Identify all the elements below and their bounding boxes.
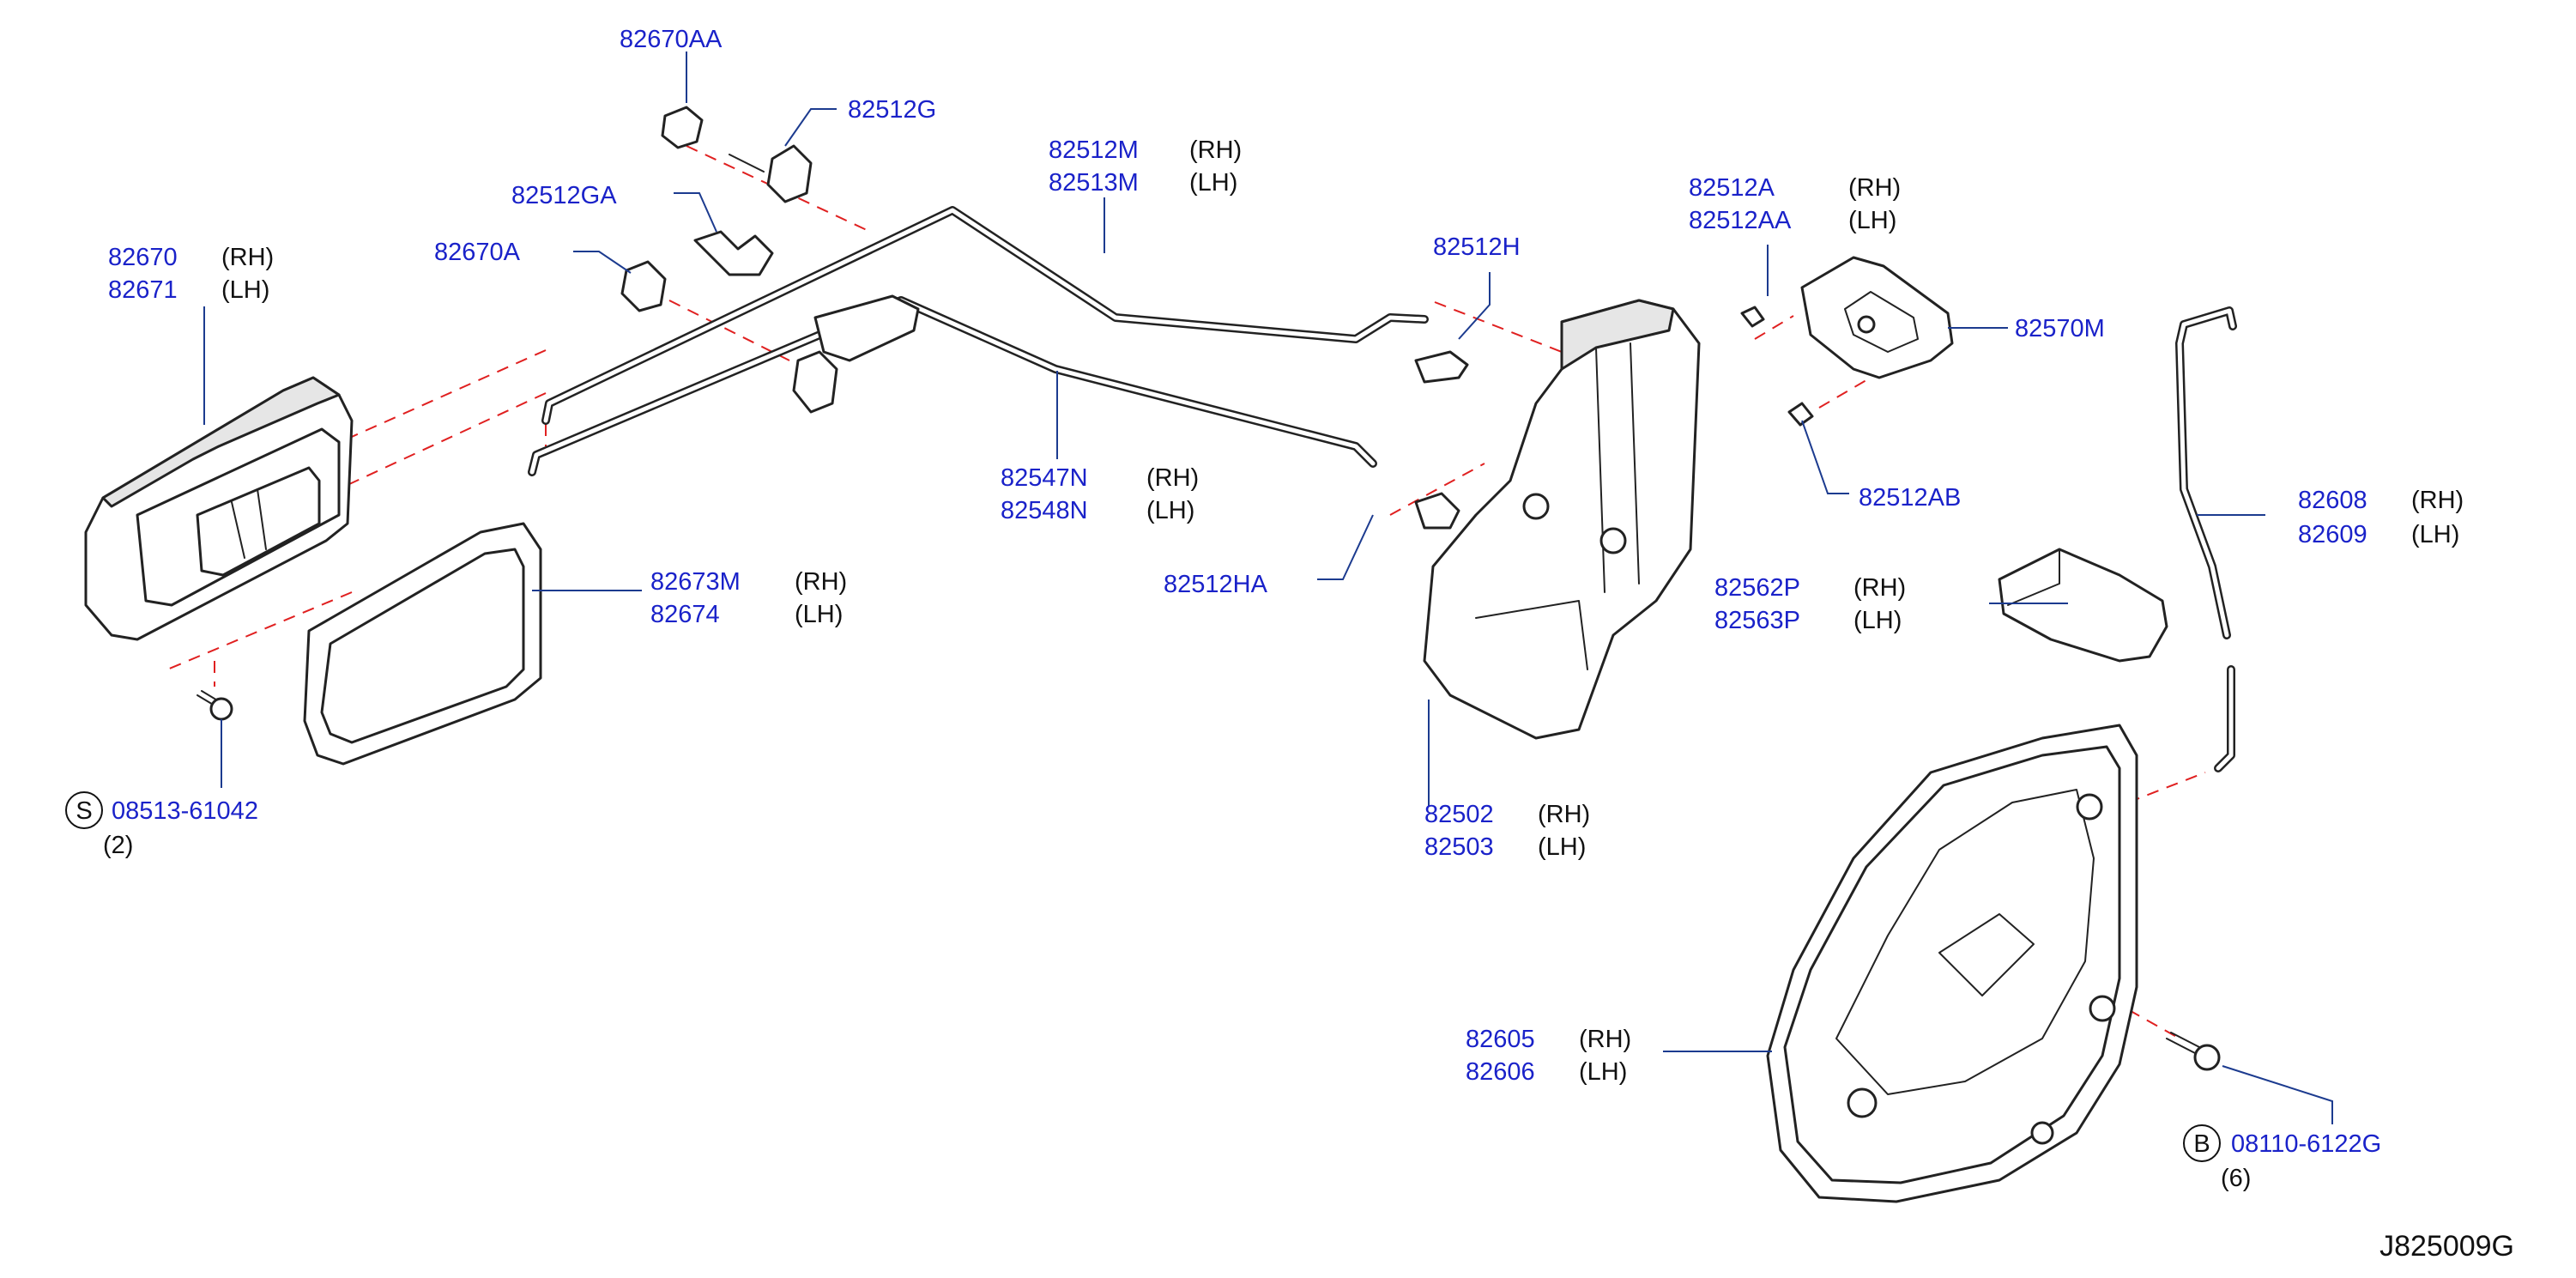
part-number-lh: 82563P [1714, 607, 1800, 634]
part-number-rh: 82670 [108, 244, 178, 271]
part-number: 82512AB [1859, 484, 1961, 512]
part-number-rh: 82547N [1001, 464, 1088, 492]
striker-part [1740, 256, 1954, 427]
callout-82670A: 82670A [434, 239, 521, 266]
callout-screw-s: S 08513-61042 (2) [65, 791, 258, 859]
side-rh: (RH) [2411, 487, 2464, 514]
callout-bolt-b: B 08110-6122G (6) [2183, 1124, 2381, 1192]
symbol-circle [2183, 1124, 2221, 1162]
quantity: (6) [2221, 1165, 2251, 1192]
part-number-lh: 82606 [1466, 1058, 1535, 1086]
symbol-letter: S [76, 797, 92, 825]
callout-82512A: 82512A (RH) 82512AA (LH) [1689, 174, 1901, 234]
side-lh: (LH) [1853, 607, 1902, 634]
part-number-rh: 82512M [1049, 136, 1139, 164]
side-lh: (LH) [1848, 207, 1896, 234]
rod-parts [528, 206, 1429, 476]
side-lh: (LH) [1146, 497, 1194, 524]
part-number-lh: 82548N [1001, 497, 1088, 524]
side-rh: (RH) [1189, 136, 1242, 164]
part-number: 82512H [1433, 233, 1521, 261]
part-number: 82670A [434, 239, 521, 266]
part-number-rh: 82605 [1466, 1026, 1535, 1053]
part-number: 82512G [848, 96, 936, 124]
callout-82512HA: 82512HA [1164, 571, 1268, 598]
clip-parts [620, 106, 838, 414]
side-lh: (LH) [795, 601, 843, 628]
part-number-lh: 82674 [650, 601, 720, 628]
callout-82512G: 82512G [848, 96, 936, 124]
callout-82570M: 82570M [2015, 315, 2105, 342]
part-number: 82512GA [511, 182, 617, 209]
side-rh: (RH) [1146, 464, 1199, 492]
door-latch-part [1414, 299, 1701, 740]
callout-82512M: 82512M (RH) 82513M (LH) [1049, 136, 1242, 197]
escutcheon-part [303, 522, 542, 766]
side-lh: (LH) [1189, 169, 1237, 197]
callout-82502: 82502 (RH) 82503 (LH) [1424, 801, 1590, 861]
callout-82673M: 82673M (RH) 82674 (LH) [650, 568, 847, 628]
symbol-letter: B [2193, 1130, 2210, 1158]
part-number: 82670AA [620, 26, 723, 53]
callout-82605: 82605 (RH) 82606 (LH) [1466, 1026, 1631, 1086]
part-number: 82570M [2015, 315, 2105, 342]
part-number-rh: 82673M [650, 568, 741, 596]
part-number-lh: 82503 [1424, 833, 1494, 861]
part-number-lh: 82513M [1049, 169, 1139, 197]
side-lh: (LH) [221, 276, 269, 304]
part-number-rh: 82608 [2298, 487, 2367, 514]
side-lh: (LH) [1579, 1058, 1627, 1086]
outside-handle-part [84, 376, 354, 641]
part-number: 08513-61042 [112, 797, 258, 825]
part-number-rh: 82512A [1689, 174, 1775, 202]
leader-lines [203, 51, 2333, 1124]
callout-82512AB: 82512AB [1859, 484, 1961, 512]
actuator-part [1998, 548, 2168, 663]
part-number: 08110-6122G [2231, 1130, 2381, 1158]
part-number-rh: 82562P [1714, 574, 1800, 602]
bolt-part [2166, 1032, 2221, 1071]
part-number-lh: 82512AA [1689, 207, 1792, 234]
part-number-lh: 82671 [108, 276, 178, 304]
side-rh: (RH) [1538, 801, 1590, 828]
side-rh: (RH) [1853, 574, 1906, 602]
callout-82547N: 82547N (RH) 82548N (LH) [1001, 464, 1199, 524]
side-lh: (LH) [1538, 833, 1586, 861]
callout-82562P: 82562P (RH) 82563P (LH) [1714, 574, 1906, 634]
part-number-rh: 82502 [1424, 801, 1494, 828]
side-rh: (RH) [221, 244, 274, 271]
callout-82512H: 82512H [1433, 233, 1521, 261]
screw-part [197, 690, 233, 721]
diagram-code: J825009G [2379, 1230, 2514, 1263]
callout-82512GA: 82512GA [511, 182, 617, 209]
callout-82670: 82670 (RH) 82671 (LH) [108, 244, 274, 304]
part-number: 82512HA [1164, 571, 1268, 598]
inside-handle-part [1766, 724, 2138, 1203]
side-rh: (RH) [1848, 174, 1901, 202]
part-number-lh: 82609 [2298, 521, 2367, 548]
symbol-circle [65, 791, 103, 829]
side-rh: (RH) [1579, 1026, 1631, 1053]
callout-82608: 82608 (RH) 82609 (LH) [2298, 487, 2464, 548]
side-rh: (RH) [795, 568, 847, 596]
rod-82608-part [2175, 306, 2237, 772]
side-lh: (LH) [2411, 521, 2459, 548]
quantity: (2) [103, 832, 133, 859]
callout-82670AA: 82670AA [620, 26, 723, 53]
